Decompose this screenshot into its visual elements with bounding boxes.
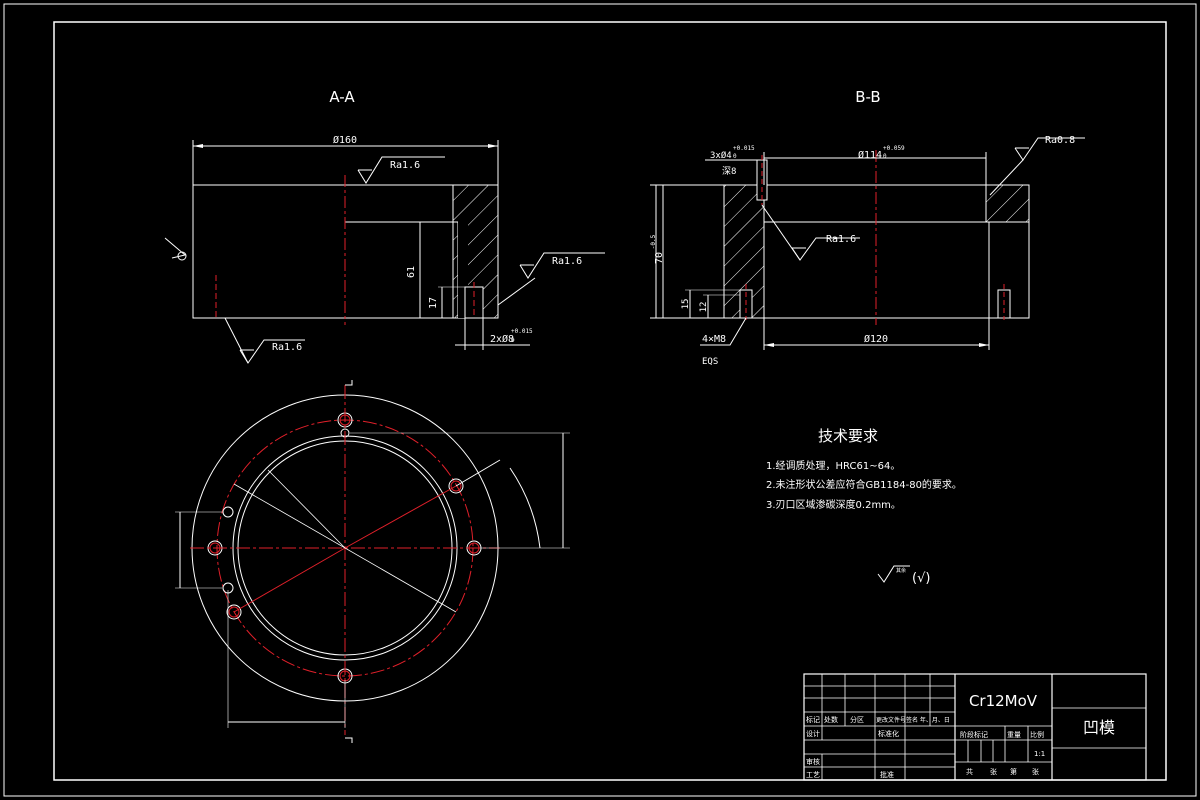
tb-label-sheet-suffix: 张 <box>1032 767 1039 776</box>
plan-view <box>175 380 570 743</box>
aa-rough-bottom: Ra1.6 <box>272 342 302 353</box>
tb-label-total: 共 <box>966 767 973 776</box>
bb-dim-thread-top: 深8 <box>722 166 736 177</box>
tb-label-sheets: 张 <box>990 767 997 776</box>
tb-label-scale: 比例 <box>1030 730 1044 739</box>
bb-rough-top: Ra0.8 <box>1045 135 1075 146</box>
inner-frame <box>53 21 1167 781</box>
bb-dim-eqs: EQS <box>702 357 718 367</box>
aa-dim-depth: 17 <box>428 297 439 309</box>
aa-dim-height: 61 <box>406 266 417 278</box>
aa-dim-pin-tol: +0.015 <box>511 328 533 335</box>
bb-dim-bottom: Ø120 <box>864 333 888 345</box>
section-bb-label: B-B <box>855 88 880 106</box>
bb-dim-height: 70 <box>654 252 665 264</box>
tb-label-process: 工艺 <box>806 771 820 779</box>
tech-item-1: 1.经调质处理，HRC61~64。 <box>766 459 900 472</box>
tech-item-2: 2.未注形状公差应符合GB1184-80的要求。 <box>766 478 962 491</box>
aa-dim-diameter: Ø160 <box>333 134 357 146</box>
bb-dim-bore-tol-low: 0 <box>883 153 887 160</box>
bb-dim-bore: Ø114 <box>858 149 882 161</box>
section-aa-view: A-A Ø160 Ra1.6 Ra1.6 Ra1.6 <box>164 88 605 364</box>
rough-symbol-icon <box>877 565 910 583</box>
tb-label-standardize: 标准化 <box>878 729 899 738</box>
rough-symbol-label: 其余 <box>896 567 906 574</box>
bb-dim-15: 15 <box>681 299 691 310</box>
tb-scale-value: 1:1 <box>1034 750 1045 758</box>
bb-dim-bore-tol: +0.059 <box>883 145 905 152</box>
aa-dim-pin: 2xØ8 <box>490 333 514 345</box>
tb-label-mark: 标记 <box>806 715 820 724</box>
tb-label-design: 设计 <box>806 729 820 738</box>
tb-label-stage-mark: 阶段标记 <box>960 730 988 739</box>
bb-dim-height-tol: -0.5 <box>650 234 657 249</box>
tb-material: Cr12MoV <box>969 692 1038 710</box>
bb-dim-thread: 4×M8 <box>702 334 726 345</box>
tech-item-3: 3.刃口区域渗碳深度0.2mm。 <box>766 498 901 511</box>
bb-rough-inner: Ra1.6 <box>826 234 856 245</box>
tb-label-approve: 批准 <box>880 770 894 779</box>
tech-title: 技术要求 <box>818 427 878 445</box>
aa-rough-side: Ra1.6 <box>552 256 582 267</box>
aa-dim-pin-tol-low: 0 <box>511 337 515 344</box>
tb-label-weight: 重量 <box>1007 731 1021 739</box>
tb-label-count: 处数 <box>824 715 838 724</box>
aa-rough-top: Ra1.6 <box>390 160 420 171</box>
section-bb-view: B-B Ø114 +0.059 0 3xØ4 +0.015 0 深8 Ra0 <box>650 88 1085 367</box>
tb-label-zone: 分区 <box>850 715 864 724</box>
outer-frame <box>3 3 1197 797</box>
tb-label-doc-no: 更改文件号 <box>876 716 906 724</box>
tb-label-sheet-no: 第 <box>1010 767 1017 776</box>
tb-label-review: 审核 <box>806 757 820 766</box>
tb-part-name: 凹模 <box>1083 718 1115 737</box>
tech-requirements: 技术要求 1.经调质处理，HRC61~64。 2.未注形状公差应符合GB1184… <box>766 427 962 586</box>
bb-dim-pin-tol: +0.015 <box>733 145 755 152</box>
section-aa-label: A-A <box>329 88 355 106</box>
tb-label-sign-date: 签名 年、月、日 <box>906 716 950 724</box>
bb-dim-pin-tol-low: 0 <box>733 153 737 160</box>
bb-hatch-right <box>985 184 1030 223</box>
aa-hatch-cut <box>458 222 468 318</box>
title-block <box>803 673 1147 781</box>
bb-dim-pin: 3xØ4 <box>710 150 732 161</box>
rough-symbol-paren: (√) <box>912 571 930 586</box>
bb-dim-12: 12 <box>699 302 709 313</box>
